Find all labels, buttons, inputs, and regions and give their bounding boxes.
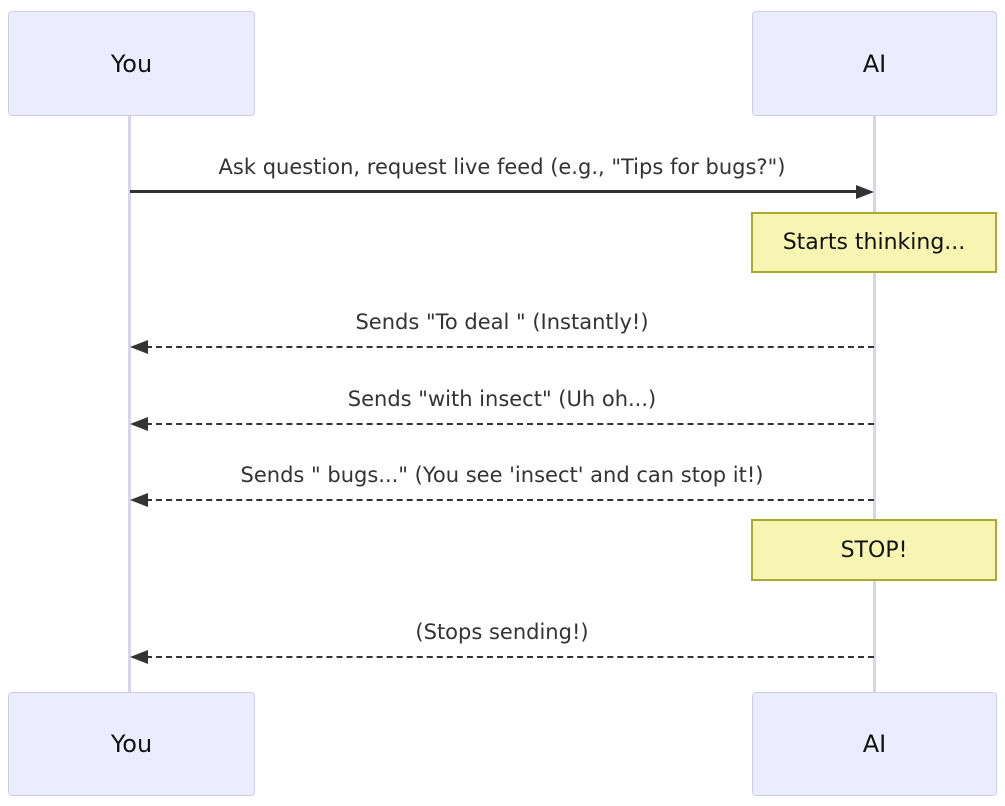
note-label: STOP!	[840, 537, 908, 563]
message-line-dashed	[146, 499, 874, 501]
arrowhead-right-icon	[856, 185, 874, 199]
message-label-sends-to-deal: Sends "To deal " (Instantly!)	[355, 310, 649, 334]
message-line-dashed	[146, 656, 874, 658]
actor-box-ai-top: AI	[752, 11, 997, 116]
message-line-dashed	[146, 346, 874, 348]
actor-box-ai-bottom: AI	[752, 692, 997, 796]
message-label-stops-sending: (Stops sending!)	[415, 620, 589, 644]
message-label-ask-question: Ask question, request live feed (e.g., "…	[218, 155, 786, 179]
lifeline-you	[128, 116, 131, 692]
arrowhead-left-icon	[130, 493, 148, 507]
arrowhead-left-icon	[130, 340, 148, 354]
actor-box-you-bottom: You	[8, 692, 255, 796]
actor-label-you-top: You	[110, 49, 153, 78]
arrowhead-left-icon	[130, 650, 148, 664]
actor-label-ai-top: AI	[862, 49, 887, 78]
message-line-solid	[130, 190, 858, 193]
note-starts-thinking: Starts thinking...	[751, 212, 997, 273]
note-label: Starts thinking...	[782, 230, 966, 255]
note-stop: STOP!	[751, 519, 997, 581]
message-line-dashed	[146, 423, 874, 425]
lifeline-ai	[873, 116, 876, 692]
actor-box-you-top: You	[8, 11, 255, 116]
arrowhead-left-icon	[130, 417, 148, 431]
actor-label-you-bottom: You	[110, 730, 153, 758]
actor-label-ai-bottom: AI	[862, 730, 887, 758]
message-label-sends-bugs: Sends " bugs..." (You see 'insect' and c…	[240, 463, 764, 487]
message-label-sends-with-insect: Sends "with insect" (Uh oh...)	[347, 387, 657, 411]
